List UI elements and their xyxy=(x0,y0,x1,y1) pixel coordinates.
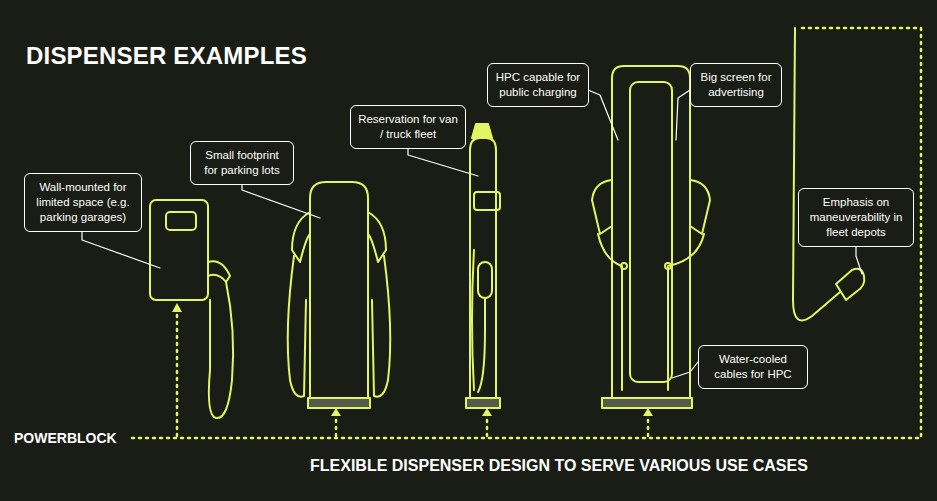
powerblock-link xyxy=(132,28,921,438)
callout-text: Emphasis on maneuverability in fleet dep… xyxy=(805,195,907,240)
callout-text: HPC capable for public charging xyxy=(494,70,582,100)
part-label: POWERBLOCK xyxy=(12,430,119,446)
callout-box: Big screen for advertising xyxy=(690,63,782,107)
callout-text: Small footprint for parking lots xyxy=(197,148,287,178)
callout-box: HPC capable for public charging xyxy=(487,63,589,107)
diagram-title: DISPENSER EXAMPLES xyxy=(26,42,307,70)
callout-text: Water-cooled cables for HPC xyxy=(705,352,801,382)
diagram-caption: FLEXIBLE DISPENSER DESIGN TO SERVE VARIO… xyxy=(310,457,808,475)
callout-box: Small footprint for parking lots xyxy=(190,141,294,185)
callout-box: Wall-mounted for limited space (e.g. par… xyxy=(24,173,142,232)
parking-dispenser xyxy=(288,182,391,408)
callout-text: Wall-mounted for limited space (e.g. par… xyxy=(31,180,135,225)
callout-text: Big screen for advertising xyxy=(697,70,775,100)
leader-line xyxy=(82,90,862,378)
fleet-dispenser xyxy=(466,124,500,408)
callout-text: Reservation for van / truck fleet xyxy=(357,112,459,142)
callout-box: Water-cooled cables for HPC xyxy=(698,345,808,389)
wall-dispenser xyxy=(150,200,233,418)
depot-cable xyxy=(793,28,864,320)
callout-box: Reservation for van / truck fleet xyxy=(350,105,466,149)
hpc-dispenser xyxy=(592,66,710,408)
callout-box: Emphasis on maneuverability in fleet dep… xyxy=(798,188,914,247)
